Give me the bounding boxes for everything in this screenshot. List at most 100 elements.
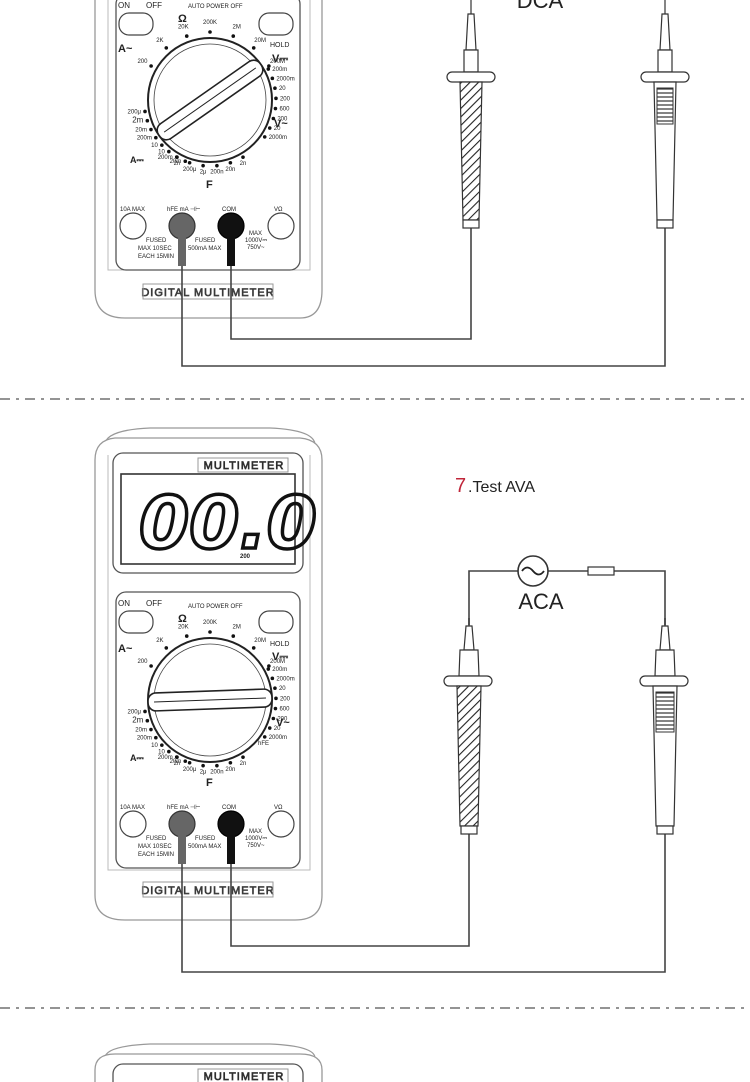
top-bottom-range-label: 2n [174,161,181,167]
top-left-range-label: 200m [158,155,173,161]
middle-ohm-range-label: 20M [254,638,266,644]
middle-fused-left: FUSED [146,836,167,842]
middle-switch-on: ON [118,599,130,608]
top-dial-dot [262,135,267,139]
top-rotary-dial [147,37,273,163]
middle-dial-dot [267,726,272,730]
middle-dial-dot [164,646,169,650]
top-ohm-range-label: 20M [254,38,266,44]
top-dial-dot [215,163,219,168]
middle-bottom-range-label: 200n [210,770,223,776]
top-fused-mid: FUSED [195,238,216,244]
top-max-word: MAX [249,231,262,237]
top-dial-dot [270,76,275,81]
middle-dial-dot [262,735,267,739]
middle-ohm-range-label: 2M [233,625,241,631]
middle-max-vdc: 1000V⎓ [245,836,267,842]
middle-left-range-label: 200m [158,755,173,761]
top-ohm-symbol: Ω [178,13,187,25]
top-dial-dot [149,64,153,68]
top-dial-dot [208,30,212,34]
top-power-button [118,12,154,36]
middle-meter: MULTIMETER 00.0 200 ON OFF AUTO POWER OF… [94,427,323,921]
top-ma-max: 500mA MAX [188,246,221,252]
middle-right-range-label: 200 [280,696,291,702]
top-dial-dot [184,34,189,38]
middle-dial-dot [184,634,189,638]
top-left-range-label: 10 [151,143,158,149]
top-ohm-range-label: 20K [178,25,189,31]
top-wiring: DCA [181,0,690,367]
middle-bottom-range-label: 2μ [200,770,207,776]
middle-volt-dc-label: V⎓ [272,651,288,663]
top-left-range-label: 200m [137,136,152,142]
middle-left-range-label: 20m [170,759,182,765]
middle-bottom-range-label: 2n [174,761,181,767]
top-right-range-label: 200m [272,67,287,73]
top-dial-dot [187,160,192,165]
top-dial-dot [231,34,236,38]
top-ohm-range-label: 200K [203,20,217,26]
lcd-range: 200 [240,554,251,560]
middle-right-range-label: 20 [274,726,281,732]
middle-hfe-jack-label: hFE mA ⊣⊢ [167,804,200,811]
top-ohm-range-label: 2K [156,38,163,44]
top-dial-dot [267,64,271,68]
middle-dial-dot [273,706,278,711]
middle-farad-label: F [206,777,213,789]
top-left-range-label: 10 [158,150,165,156]
middle-dial-dot [267,664,271,668]
middle-dial-dot [266,667,271,671]
middle-ohm-range-label: 200 [137,659,148,665]
middle-dial-dot [228,760,233,765]
middle-wiring: ACA [181,555,689,973]
middle-dial-dot [270,676,275,681]
top-hfe-label: hFE mA ⊣⊢ [167,206,200,213]
middle-dial-dot [149,664,153,668]
middle-left-range-label: 20m [135,728,147,734]
top-amp-dc-label: A⎓ [130,155,144,165]
middle-dial-dot [215,763,219,768]
top-farad-label: F [206,179,213,191]
middle-dial-dot [231,634,236,638]
middle-left-range-label: 2m [132,716,143,725]
lcd-display [120,473,296,565]
middle-ohm-range-label: 200M [270,659,285,665]
middle-max-10sec: MAX 10SEC [138,844,172,850]
middle-dial-dot [201,763,205,768]
middle-hold-label: HOLD [270,641,289,648]
top-dial-dot [145,118,150,123]
step-number: 7 [455,475,466,497]
middle-left-range-label: 10 [151,743,158,749]
middle-dial-dot [271,716,276,721]
lcd-value: 00.0 [139,481,317,565]
middle-each-15min: EACH 15MIN [138,852,174,858]
middle-amp-dc-label: A⎓ [130,753,144,763]
top-bottom-range-label: 200μ [183,167,197,173]
top-left-range-label: 20m [135,128,147,134]
top-fused-left: FUSED [146,238,167,244]
top-left-range-label: 20m [170,159,182,165]
middle-left-range-label: 200m [137,736,152,742]
top-max-vdc: 1000V⎓ [245,238,267,244]
top-hold-label: HOLD [270,42,289,49]
middle-ohm-range-label: 200K [203,620,217,626]
top-dial-dot [143,109,147,114]
middle-10a-jack [119,810,147,838]
middle-com-label: COM [222,805,236,811]
top-left-range-label: 2m [132,116,143,125]
top-ohm-range-label: 200 [137,59,148,65]
top-dial-dot [201,163,205,168]
middle-v-label: VΩ [274,805,283,811]
top-amp-ac-label: A~ [118,43,133,55]
top-right-range-label: 2000m [276,76,294,82]
middle-dial-dot [160,743,164,747]
middle-v-jack [267,810,295,838]
resistor-icon [587,566,615,576]
top-dial-dot [228,160,233,165]
top-dial-dot [160,143,164,147]
middle-auto-power-off: AUTO POWER OFF [188,604,243,610]
top-dial-dot [183,159,188,163]
top-10a-jack [119,212,147,240]
